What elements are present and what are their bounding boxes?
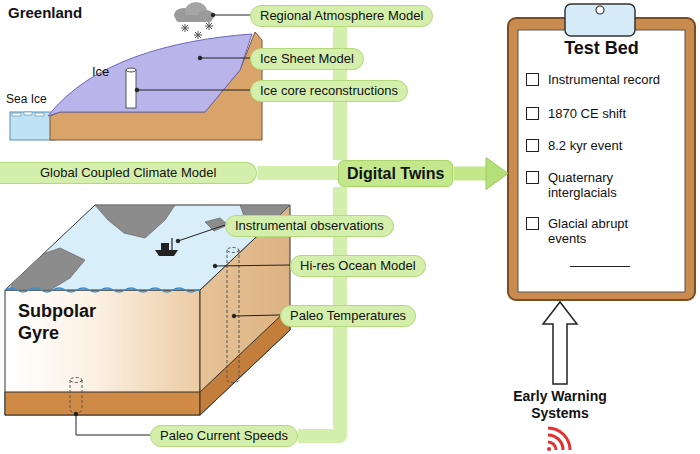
checklist-item: Glacial abrupt events [548, 216, 648, 246]
arrowhead [486, 158, 508, 190]
warning-signal-icon [547, 428, 570, 451]
connector-path [453, 167, 486, 181]
data-band: Paleo Temperatures [280, 305, 416, 327]
ice-core [126, 68, 136, 108]
merge-band [340, 102, 341, 160]
data-band: Paleo Current Speeds [150, 425, 298, 447]
leader-lines [74, 225, 290, 435]
region-title: Subpolar Gyre [18, 300, 113, 344]
checkbox [526, 107, 539, 120]
node-text: Ice core reconstructions [260, 83, 398, 99]
subpolar-gyre-block [5, 205, 295, 435]
ship [155, 238, 178, 256]
checkbox [526, 139, 539, 152]
region-title: Greenland [8, 4, 82, 22]
hollow-arrow [543, 302, 577, 384]
node-text: Paleo Current Speeds [160, 428, 288, 444]
model-band: Regional Atmosphere Model [250, 5, 433, 27]
connector-path [333, 102, 347, 160]
test-bed-clipboard: Test BedInstrumental record 1870 CE shift… [508, 18, 695, 300]
part-label: Sea Ice [6, 92, 47, 106]
flow-arrow [453, 158, 508, 190]
checklist-item: Instrumental record [548, 72, 683, 87]
system-label: Early Warning Systems [485, 388, 635, 422]
snowflakes [181, 22, 213, 39]
node-text: Instrumental observations [235, 218, 384, 234]
digital-twins-hub: Digital Twins [338, 160, 453, 187]
node-text: Global Coupled Climate Model [40, 165, 216, 181]
sediment-core [70, 248, 239, 413]
board-heading: Test Bed [518, 38, 685, 59]
clipboard [508, 4, 695, 300]
data-band: Ice core reconstructions [250, 80, 408, 102]
greenland-section [10, 2, 262, 140]
cloud [174, 2, 214, 22]
node-text: Hi-res Ocean Model [300, 258, 416, 274]
checklist-item: Quaternary interglacials [548, 170, 683, 200]
model-band: Global Coupled Climate Model [0, 162, 257, 184]
node-text: Regional Atmosphere Model [260, 8, 423, 24]
checklist-item: 1870 CE shift [548, 106, 683, 121]
node-text: Ice Sheet Model [260, 51, 354, 67]
data-band: Instrumental observations [225, 215, 394, 237]
checkbox [526, 217, 539, 230]
model-band: Ice Sheet Model [250, 48, 364, 70]
checklist-item: 8.2 kyr event [548, 138, 683, 153]
blank-line [570, 266, 630, 267]
model-band: Hi-res Ocean Model [290, 255, 426, 277]
checkbox [526, 171, 539, 184]
part-label: Ice [92, 64, 109, 80]
checkbox [526, 73, 539, 86]
leader-lines [135, 13, 250, 92]
node-text: Digital Twins [347, 164, 444, 183]
connector-path [257, 166, 338, 180]
merge-band [257, 173, 338, 174]
node-text: Paleo Temperatures [290, 308, 406, 324]
